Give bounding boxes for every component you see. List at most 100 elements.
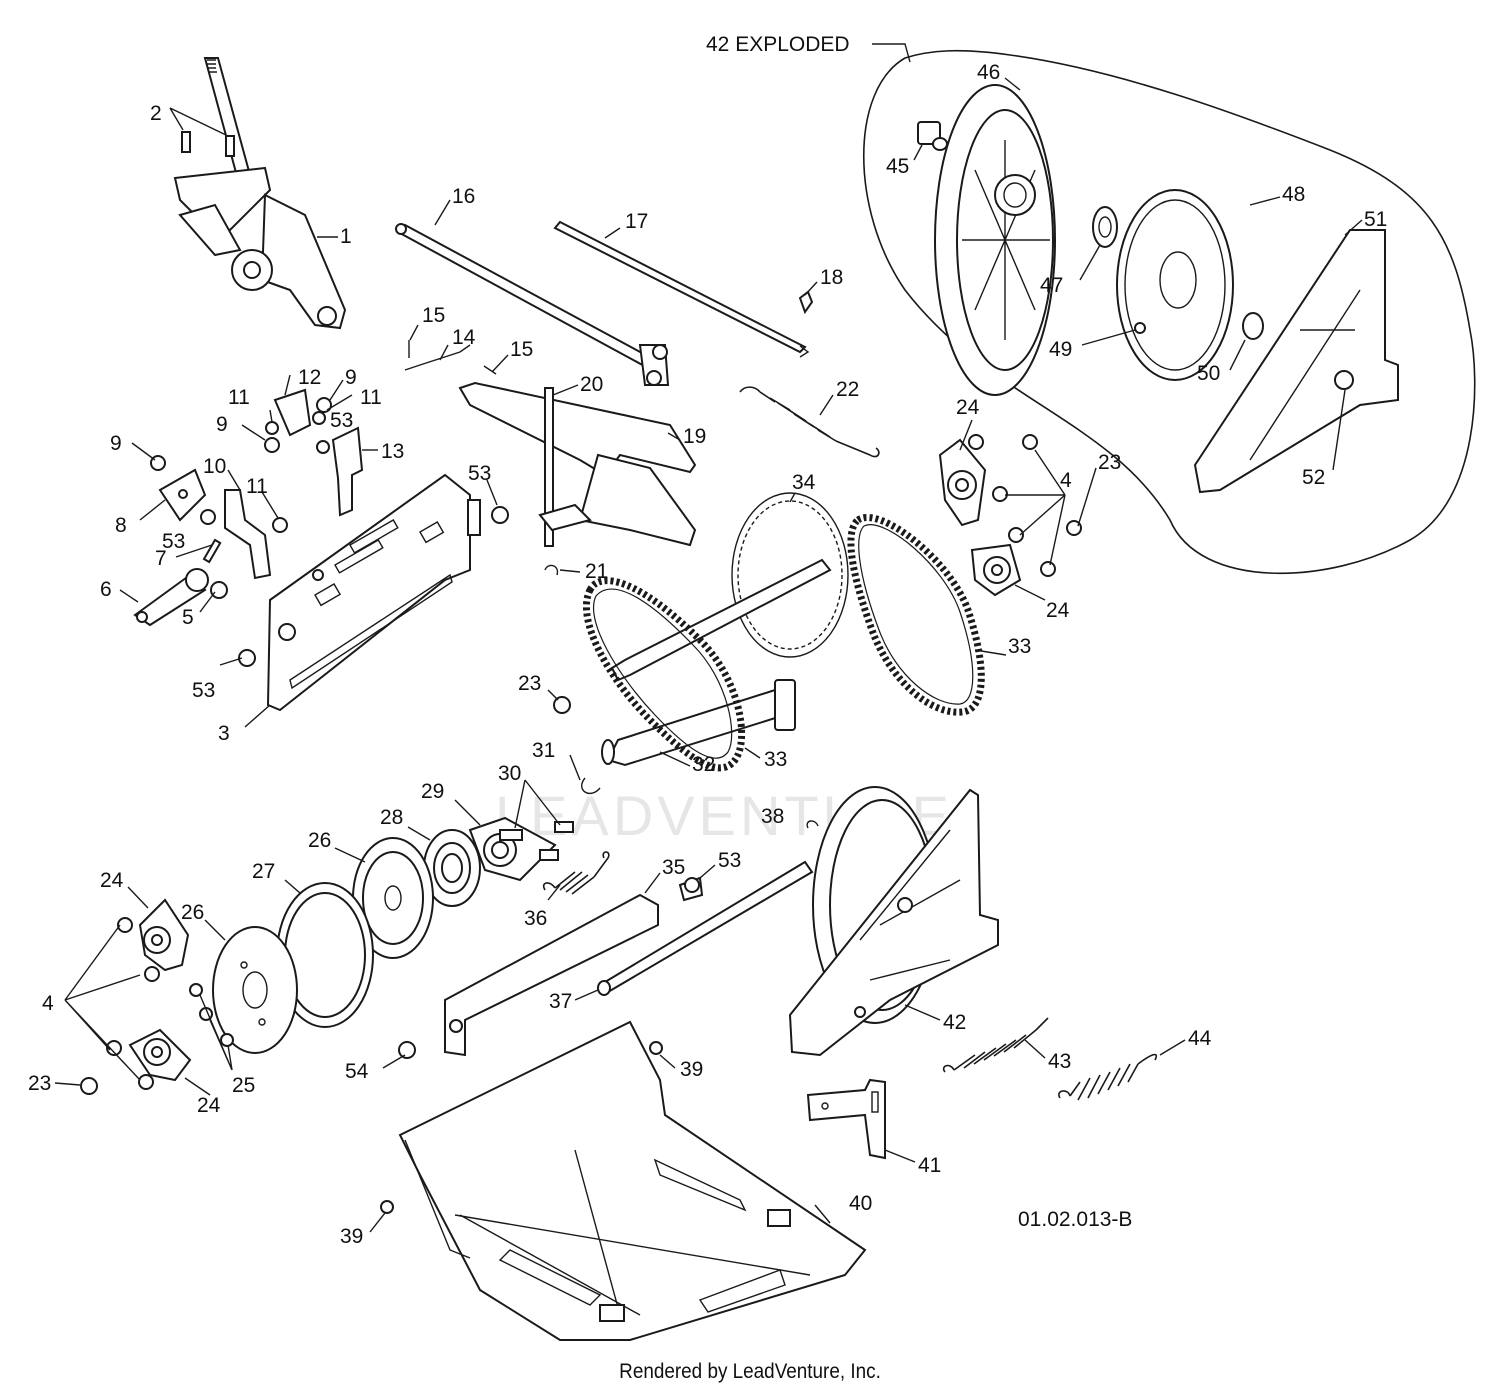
label-43: 43 — [1048, 1050, 1071, 1073]
label-8: 8 — [115, 514, 127, 537]
label-48: 48 — [1282, 183, 1305, 206]
part-chain-33-left — [582, 577, 745, 772]
label-38: 38 — [761, 805, 784, 828]
label-9a: 9 — [110, 432, 122, 455]
part-friction-wheel-42 — [788, 786, 999, 1057]
label-27: 27 — [252, 860, 275, 883]
label-47: 47 — [1040, 274, 1063, 297]
part-mount-plate — [266, 473, 471, 712]
label-3: 3 — [218, 722, 230, 745]
part-shaft-32 — [601, 558, 832, 767]
label-24b: 24 — [1046, 599, 1070, 622]
label-11a: 11 — [228, 386, 250, 409]
label-28: 28 — [380, 806, 403, 829]
label-54: 54 — [345, 1060, 369, 1083]
part-fasteners-39-54 — [380, 877, 700, 1214]
label-5: 5 — [182, 606, 194, 629]
label-39a: 39 — [680, 1058, 703, 1081]
part-base-pan-40 — [398, 1020, 867, 1341]
label-24a: 24 — [956, 396, 980, 419]
label-15b: 15 — [510, 338, 533, 361]
label-4b: 4 — [1060, 469, 1072, 492]
part-springs-43-44 — [942, 1017, 1157, 1101]
label-42: 42 — [943, 1011, 966, 1034]
part-shift-lever — [173, 57, 347, 330]
label-36: 36 — [524, 907, 547, 930]
label-32: 32 — [692, 753, 715, 776]
label-53a: 53 — [330, 409, 353, 432]
part-bracket-41 — [806, 1078, 886, 1160]
label-16: 16 — [452, 185, 475, 208]
label-15a: 15 — [422, 304, 445, 327]
render-credit: Rendered by LeadVenture, Inc. — [619, 1360, 881, 1383]
part-spring-36 — [542, 851, 610, 895]
part-labels: 1 2 3 4 4 5 6 7 8 9 9 9 10 11 11 11 12 1… — [28, 61, 1387, 1248]
part-shaft-16 — [395, 223, 670, 386]
label-19: 19 — [683, 425, 706, 448]
part-chain-33-right — [847, 514, 985, 716]
label-23b: 23 — [518, 672, 541, 695]
label-31: 31 — [532, 739, 555, 762]
label-11c: 11 — [246, 475, 268, 498]
label-52: 52 — [1302, 466, 1325, 489]
label-37: 37 — [549, 990, 572, 1013]
label-12: 12 — [298, 366, 321, 389]
label-17: 17 — [625, 210, 648, 233]
label-2: 2 — [150, 102, 162, 125]
label-29: 29 — [421, 780, 444, 803]
part-bracket-group — [133, 468, 272, 627]
label-23c: 23 — [28, 1072, 51, 1095]
label-46: 46 — [977, 61, 1000, 84]
label-22: 22 — [836, 378, 859, 401]
label-45: 45 — [886, 155, 909, 178]
label-1: 1 — [340, 225, 352, 248]
label-26b: 26 — [181, 901, 204, 924]
leaders — [54, 77, 1363, 1233]
label-23a: 23 — [1098, 451, 1121, 474]
part-spring-22 — [739, 386, 880, 458]
label-6: 6 — [100, 578, 112, 601]
exploded-callout: 42 EXPLODED — [706, 33, 850, 56]
label-35: 35 — [662, 856, 685, 879]
label-49: 49 — [1049, 338, 1072, 361]
label-11b: 11 — [360, 386, 382, 409]
label-24c: 24 — [100, 869, 124, 892]
label-4a: 4 — [42, 992, 54, 1015]
label-41: 41 — [918, 1154, 941, 1177]
label-26a: 26 — [308, 829, 331, 852]
label-7: 7 — [155, 547, 167, 570]
drawing-number: 01.02.013-B — [1018, 1208, 1133, 1231]
label-40: 40 — [849, 1192, 872, 1215]
exploded-leader — [872, 43, 911, 63]
exploded-view-outline — [863, 49, 1476, 575]
label-50: 50 — [1197, 362, 1220, 385]
label-13: 13 — [381, 440, 404, 463]
part-sprocket-34 — [731, 492, 849, 658]
part-pulleys — [212, 837, 434, 1054]
label-24d: 24 — [197, 1094, 221, 1117]
part-exploded-wheel — [917, 84, 1399, 494]
label-9b: 9 — [216, 413, 228, 436]
label-30: 30 — [498, 762, 521, 785]
label-53b: 53 — [162, 530, 185, 553]
part-bearings-lower — [80, 898, 234, 1095]
part-bearings-upper — [553, 434, 1082, 714]
part-rod-14 — [404, 340, 497, 375]
part-bracket-35 — [444, 820, 819, 1057]
label-44: 44 — [1188, 1027, 1212, 1050]
part-hardware-9-11-12-13 — [150, 388, 509, 667]
label-33b: 33 — [764, 748, 787, 771]
label-18: 18 — [820, 266, 843, 289]
part-clutch-hub-group — [423, 777, 601, 907]
part-bolts-2 — [181, 131, 235, 157]
label-14: 14 — [452, 326, 476, 349]
label-53c: 53 — [468, 462, 491, 485]
part-bracket-19 — [458, 381, 697, 576]
label-20: 20 — [580, 373, 603, 396]
label-39b: 39 — [340, 1225, 363, 1248]
label-9c: 9 — [345, 366, 357, 389]
label-51: 51 — [1364, 208, 1387, 231]
label-25: 25 — [232, 1074, 255, 1097]
